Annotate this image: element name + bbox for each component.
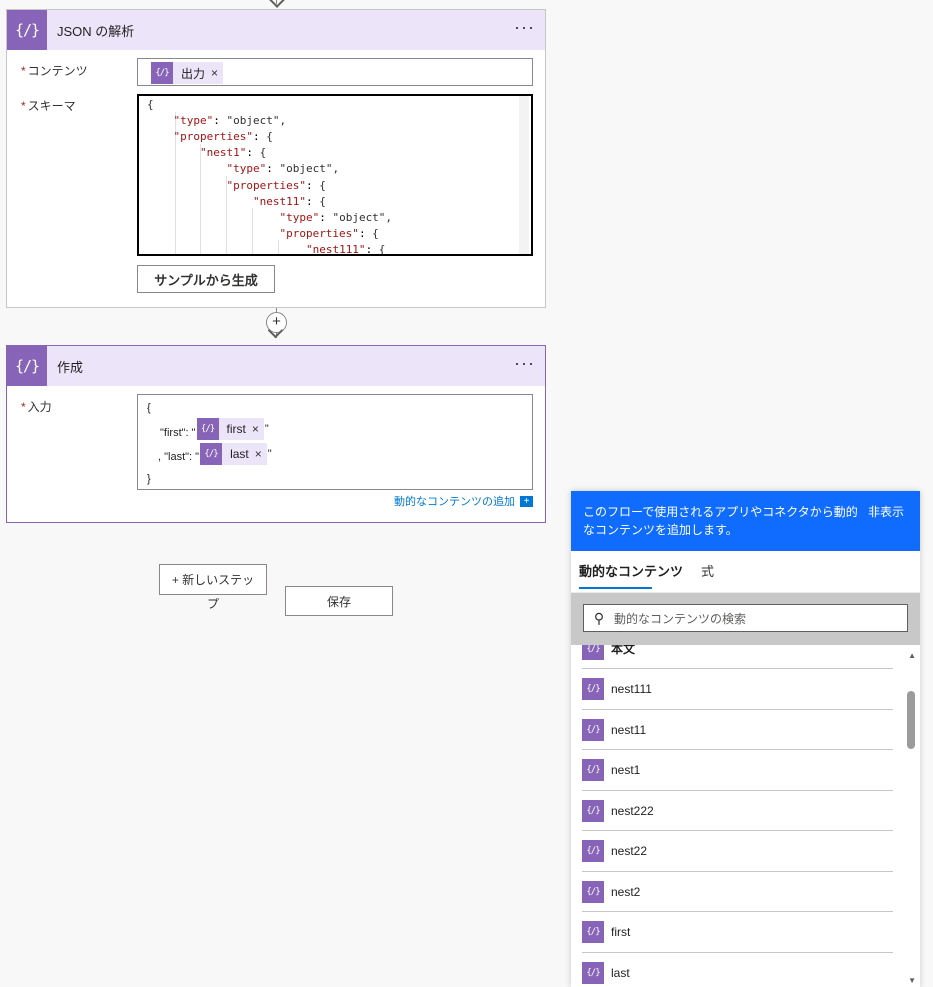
dynamic-content-item[interactable]: {/} nest111 xyxy=(582,670,893,710)
dynamic-content-item[interactable]: {/} nest1 xyxy=(582,751,893,791)
token-icon: {/} xyxy=(196,418,219,440)
dynamic-content-item-label: nest2 xyxy=(611,884,641,899)
dynamic-content-item-label: 本文 xyxy=(611,645,636,656)
code-line: "nest111": { xyxy=(305,242,386,256)
card-header[interactable]: {/} 作成 ··· xyxy=(7,346,545,386)
dynamic-content-item-label: last xyxy=(611,965,630,980)
dynamic-content-item-label: nest22 xyxy=(611,844,648,858)
dynamic-content-item-label: nest11 xyxy=(611,722,647,737)
dynamic-content-panel: このフローで使用されるアプリやコネクタから動的なコンテンツを追加します。 非表示… xyxy=(571,491,920,987)
more-options-icon[interactable]: ··· xyxy=(514,353,535,373)
code-line: "type": "object", xyxy=(279,210,393,224)
search-area: ⚲ 動的なコンテンツの検索 xyxy=(571,593,920,645)
token-icon: {/} xyxy=(582,678,604,700)
arrow-down-icon xyxy=(267,0,287,8)
dynamic-content-item[interactable]: {/} first xyxy=(582,913,893,953)
card-title: 作成 xyxy=(57,359,84,375)
card-title: JSON の解析 xyxy=(57,23,135,39)
add-step-plus-icon[interactable]: + xyxy=(266,312,287,333)
dynamic-content-item[interactable]: {/} last xyxy=(582,953,893,987)
content-input[interactable]: {/} 出力 × xyxy=(137,58,533,86)
token-icon: {/} xyxy=(151,62,173,84)
dynamic-content-item[interactable]: {/} nest22 xyxy=(582,832,893,872)
code-line: "properties": { xyxy=(173,130,273,144)
scroll-down-icon[interactable]: ▼ xyxy=(908,976,916,985)
token-icon: {/} xyxy=(582,961,604,984)
dynamic-content-item[interactable]: {/} nest222 xyxy=(582,791,893,831)
code-line: "properties": { xyxy=(279,226,379,240)
scrollbar-thumb[interactable] xyxy=(907,691,915,749)
panel-header: このフローで使用されるアプリやコネクタから動的なコンテンツを追加します。 非表示 xyxy=(571,491,920,551)
hide-panel-link[interactable]: 非表示 xyxy=(867,505,904,519)
add-dynamic-icon: + xyxy=(520,495,533,507)
code-line: "type": "object", xyxy=(173,114,287,128)
content-label: *コンテンツ xyxy=(21,64,88,78)
code-line: "properties": { xyxy=(226,178,326,192)
tab-expression[interactable]: 式 xyxy=(701,564,715,579)
dynamic-content-list: {/} 本文 {/} nest111 {/} nest11 {/} nest1 {/} nest2… xyxy=(571,645,920,987)
remove-token-icon[interactable]: × xyxy=(254,447,262,461)
dynamic-content-item-label: first xyxy=(611,925,631,939)
card-header[interactable]: {/} JSON の解析 ··· xyxy=(7,10,545,50)
first-token[interactable]: {/} first × xyxy=(196,418,264,440)
output-token[interactable]: {/} 出力 × xyxy=(151,62,224,84)
compose-input[interactable]: { "first": " {/} first × " , "last": " {… xyxy=(137,394,533,490)
dynamic-content-item[interactable]: {/} nest11 xyxy=(582,710,893,750)
add-dynamic-content-link[interactable]: 動的なコンテンツの追加 + xyxy=(394,493,533,509)
token-icon: {/} xyxy=(582,921,604,943)
save-button[interactable]: 保存 xyxy=(285,586,393,616)
data-operation-icon: {/} xyxy=(7,346,47,386)
token-icon: {/} xyxy=(200,443,223,465)
search-icon: ⚲ xyxy=(593,609,605,626)
code-line: "nest1": { xyxy=(199,146,267,160)
remove-token-icon[interactable]: × xyxy=(251,422,259,436)
token-icon: {/} xyxy=(582,759,604,781)
more-options-icon[interactable]: ··· xyxy=(514,17,535,37)
code-line: "nest11": { xyxy=(252,194,326,208)
parse-json-card: {/} JSON の解析 ··· *コンテンツ {/} 出力 × *スキーマ {… xyxy=(6,9,546,308)
dynamic-content-item-label: nest111 xyxy=(611,682,652,696)
data-operation-icon: {/} xyxy=(7,10,47,50)
dynamic-content-item[interactable]: {/} 本文 xyxy=(582,645,893,669)
token-icon: {/} xyxy=(582,718,604,741)
editor-scrollbar[interactable] xyxy=(519,96,529,254)
code-line: "type": "object", xyxy=(226,162,340,176)
dynamic-content-item-label: nest222 xyxy=(611,803,654,818)
scroll-up-icon[interactable]: ▲ xyxy=(908,651,916,660)
panel-tabs: 動的なコンテンツ 式 xyxy=(571,551,920,593)
code-line: { xyxy=(147,98,154,111)
connector-line xyxy=(276,0,277,4)
new-step-button[interactable]: + 新しいステッ xyxy=(159,564,267,595)
tab-dynamic-content[interactable]: 動的なコンテンツ xyxy=(579,564,684,579)
last-token[interactable]: {/} last × xyxy=(200,443,267,465)
dynamic-content-search-input[interactable]: ⚲ 動的なコンテンツの検索 xyxy=(583,604,908,632)
schema-editor[interactable]: { "type": "object", "properties": { "nes… xyxy=(137,94,533,256)
new-step-button-overflow: プ xyxy=(207,597,220,611)
generate-from-sample-button[interactable]: サンプルから生成 xyxy=(137,265,275,293)
token-icon: {/} xyxy=(582,880,604,903)
input-label: *入力 xyxy=(21,400,52,414)
dynamic-content-item-label: nest1 xyxy=(611,763,641,777)
schema-label: *スキーマ xyxy=(21,99,76,113)
compose-card: {/} 作成 ··· *入力 { "first": " {/} first × … xyxy=(6,345,546,523)
tab-underline xyxy=(579,587,652,589)
dynamic-content-item[interactable]: {/} nest2 xyxy=(582,872,893,912)
token-icon: {/} xyxy=(582,799,604,822)
token-icon: {/} xyxy=(582,840,604,862)
remove-token-icon[interactable]: × xyxy=(211,66,219,80)
token-icon: {/} xyxy=(582,645,604,660)
